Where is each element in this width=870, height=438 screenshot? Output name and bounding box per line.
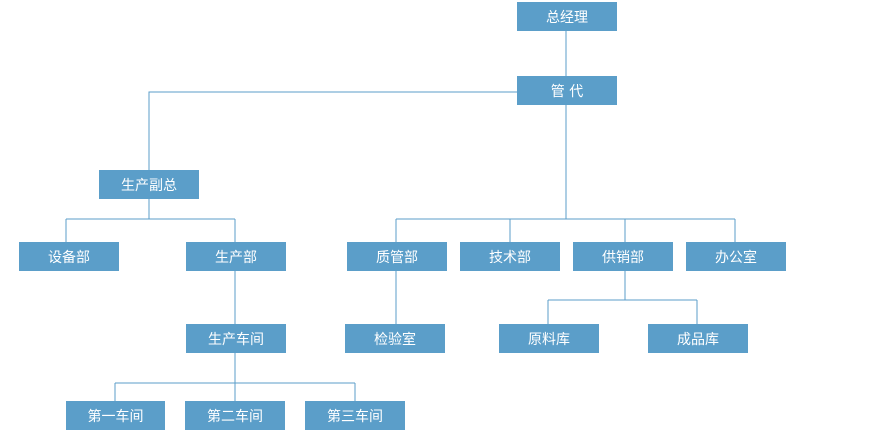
node-production-workshop: 生产车间 [186,324,286,353]
node-inspection-room: 检验室 [345,324,445,353]
node-production-vp: 生产副总 [99,170,199,199]
node-workshop-2: 第二车间 [185,401,285,430]
node-office: 办公室 [686,242,786,271]
node-deputy: 管 代 [517,76,617,105]
node-raw-material-store: 原料库 [499,324,599,353]
node-equipment-dept: 设备部 [19,242,119,271]
connector-deputy-prodvp [148,91,517,170]
node-ceo: 总经理 [517,2,617,31]
node-workshop-1: 第一车间 [66,401,165,430]
node-tech-dept: 技术部 [460,242,560,271]
node-finished-goods-store: 成品库 [648,324,748,353]
node-supply-dept: 供销部 [573,242,673,271]
node-workshop-3: 第三车间 [305,401,405,430]
node-production-dept: 生产部 [186,242,286,271]
node-quality-dept: 质管部 [347,242,447,271]
